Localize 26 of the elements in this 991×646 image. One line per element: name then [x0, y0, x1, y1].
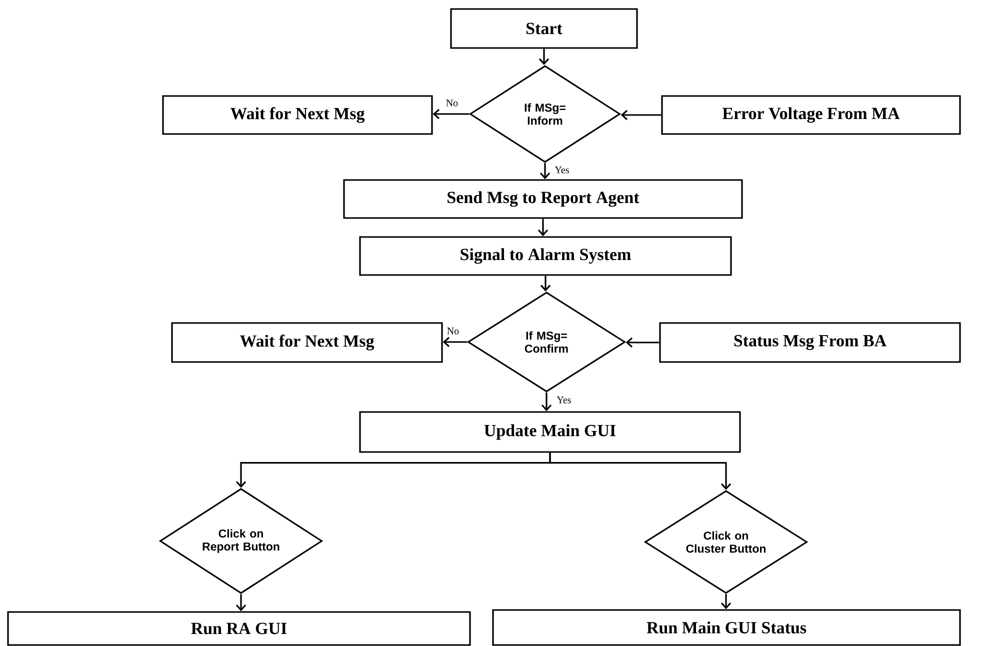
- arrow: [620, 110, 662, 120]
- edge-label: Yes: [556, 396, 571, 404]
- edge-label: No: [447, 328, 459, 334]
- process-box: Run RA GUI: [7, 611, 471, 646]
- process-box: Status Msg From BA: [659, 322, 961, 363]
- arrow: [540, 163, 550, 180]
- arrow: [541, 392, 552, 412]
- arrow: [432, 108, 470, 120]
- arrow: [549, 452, 732, 490]
- arrow: [236, 594, 246, 612]
- process-box: Run Main GUI Status: [492, 609, 961, 646]
- process-box: Signal to Alarm System: [359, 236, 732, 276]
- process-box: Update Main GUI: [359, 411, 741, 453]
- arrow: [540, 276, 551, 292]
- arrow: [442, 336, 468, 348]
- process-box: Wait for Next Msg: [162, 95, 433, 135]
- arrow: [538, 48, 550, 65]
- arrow: [538, 218, 548, 236]
- process-box: Send Msg to Report Agent: [343, 179, 743, 219]
- arrow: [720, 594, 732, 610]
- arrow: [626, 337, 660, 348]
- edge-label: No: [446, 100, 458, 106]
- process-box: Start: [450, 8, 638, 49]
- process-box: Wait for Next Msg: [171, 322, 443, 363]
- process-box: Error Voltage From MA: [661, 95, 961, 135]
- edge-label: Yes: [554, 166, 569, 174]
